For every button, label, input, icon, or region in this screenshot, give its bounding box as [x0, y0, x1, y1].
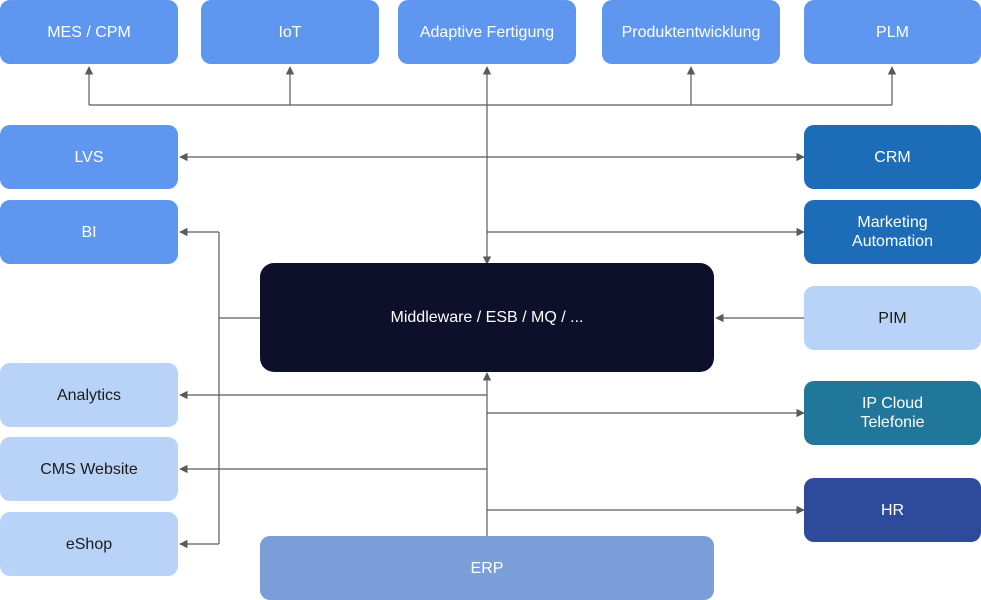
lvs-box: LVS: [0, 125, 178, 189]
bi-box: BI: [0, 200, 178, 264]
iot-label: IoT: [278, 23, 302, 41]
eshop-label: eShop: [65, 535, 113, 553]
iot-box: IoT: [201, 0, 379, 64]
adaptive-fertigung-label: Adaptive Fertigung: [419, 23, 555, 41]
mes-cpm-label: MES / CPM: [47, 23, 131, 41]
produktentwicklung-box: Produktentwicklung: [602, 0, 780, 64]
ip-cloud-telefonie-label: IP Cloud Telefonie: [860, 395, 925, 431]
hr-label: HR: [880, 501, 905, 519]
pim-label: PIM: [878, 309, 907, 327]
erp-box: ERP: [260, 536, 714, 600]
crm-box: CRM: [804, 125, 981, 189]
plm-label: PLM: [876, 23, 909, 41]
eshop-box: eShop: [0, 512, 178, 576]
middleware-label: Middleware / ESB / MQ / ...: [390, 309, 584, 326]
analytics-label: Analytics: [56, 386, 122, 404]
erp-label: ERP: [470, 559, 504, 577]
cms-website-label: CMS Website: [40, 460, 138, 478]
pim-box: PIM: [804, 286, 981, 350]
produktentwicklung-label: Produktentwicklung: [621, 23, 761, 41]
middleware-box: Middleware / ESB / MQ / ...: [260, 263, 714, 372]
marketing-automation-box: Marketing Automation: [804, 200, 981, 264]
plm-box: PLM: [804, 0, 981, 64]
bi-label: BI: [81, 223, 97, 241]
marketing-automation-label: Marketing Automation: [852, 214, 933, 250]
lvs-label: LVS: [74, 148, 104, 166]
ip-cloud-telefonie-box: IP Cloud Telefonie: [804, 381, 981, 445]
cms-website-box: CMS Website: [0, 437, 178, 501]
mes-cpm-box: MES / CPM: [0, 0, 178, 64]
adaptive-fertigung-box: Adaptive Fertigung: [398, 0, 576, 64]
analytics-box: Analytics: [0, 363, 178, 427]
crm-label: CRM: [874, 148, 911, 166]
hr-box: HR: [804, 478, 981, 542]
